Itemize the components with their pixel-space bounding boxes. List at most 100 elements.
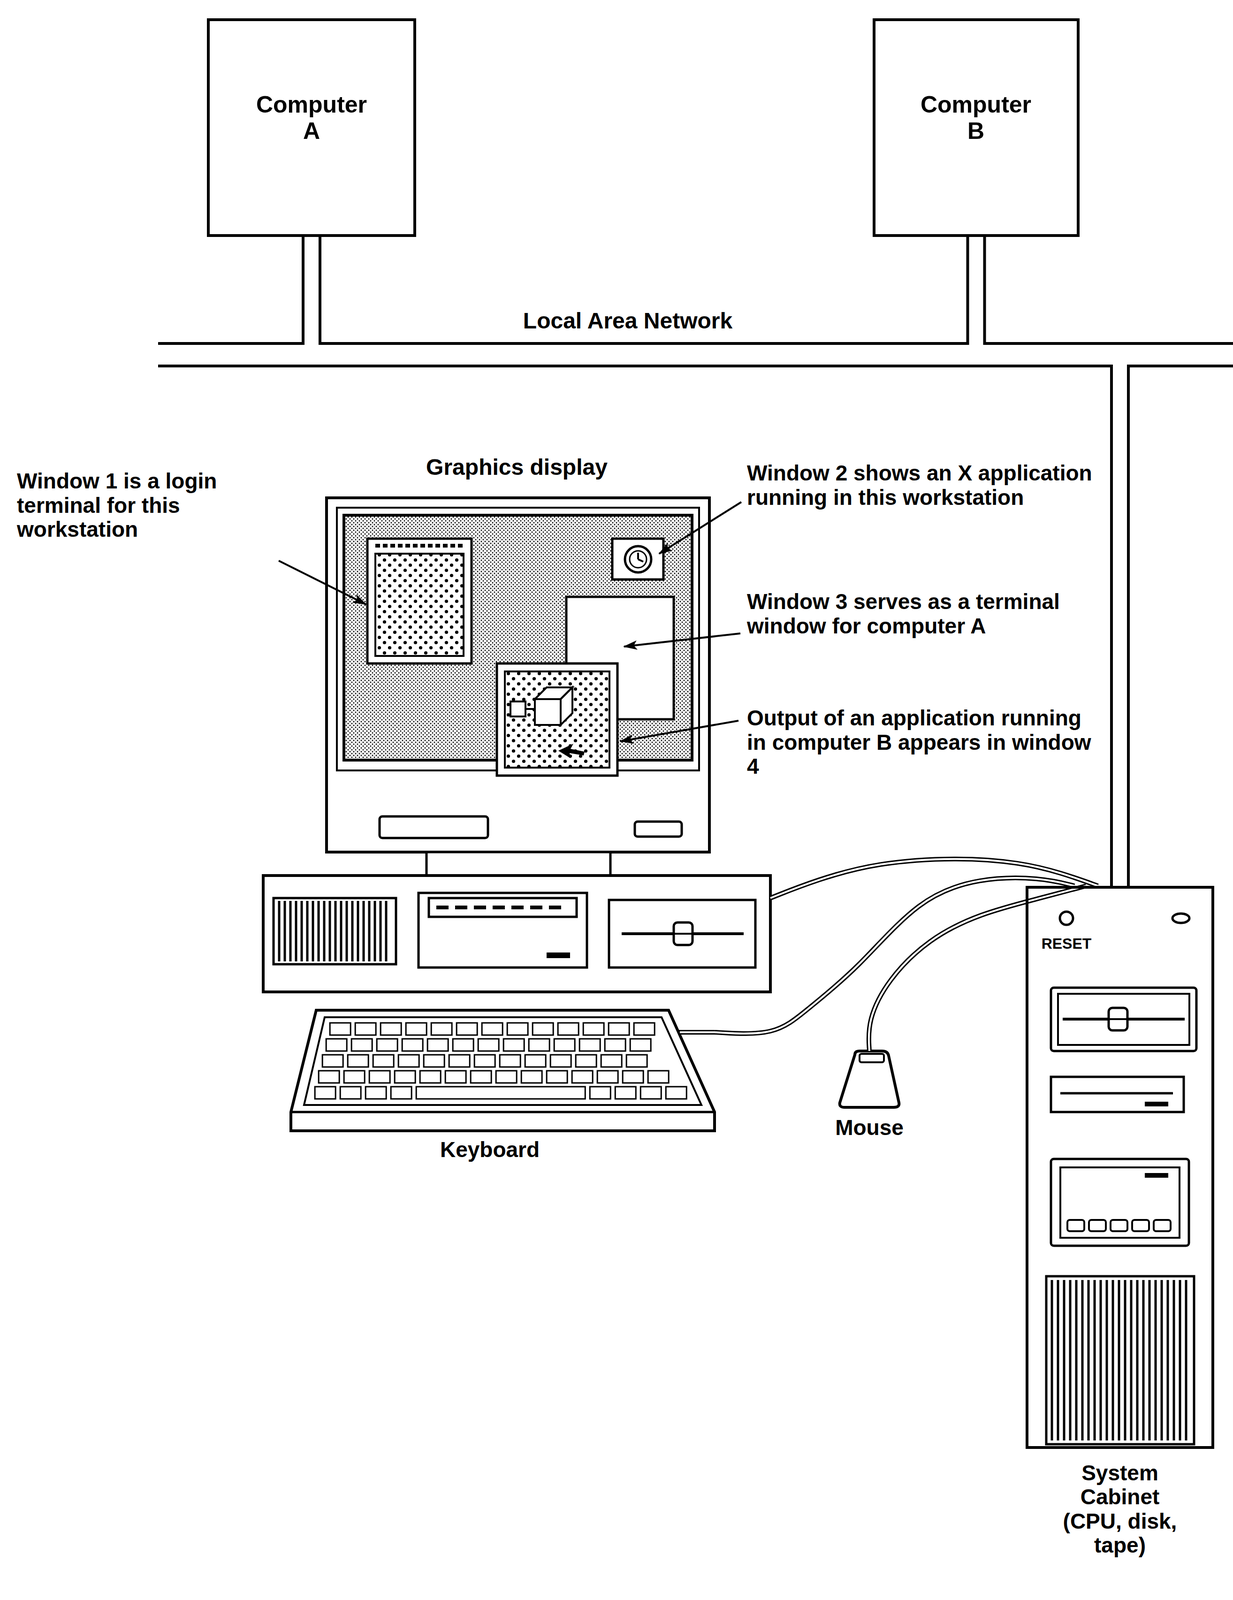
keyboard-key <box>608 1022 630 1036</box>
keyboard-key <box>575 1054 597 1067</box>
vent-slat <box>373 900 377 962</box>
keyboard-key <box>351 1038 373 1051</box>
keyboard-key <box>402 1038 423 1051</box>
keyboard-key <box>314 1086 336 1099</box>
keyboard-key <box>390 1086 412 1099</box>
vent-slat <box>1154 1279 1157 1441</box>
window-frame <box>496 663 618 776</box>
clock-dial <box>629 550 647 568</box>
keyboard-key <box>449 1054 470 1067</box>
vent-slat <box>306 900 309 962</box>
keyboard-key <box>554 1038 575 1051</box>
keyboard-key <box>372 1054 394 1067</box>
vent-slat <box>1160 1279 1164 1441</box>
vent-slat <box>351 900 354 962</box>
window-frame <box>367 538 472 664</box>
vent-slat <box>1136 1279 1139 1441</box>
drive-light <box>546 952 571 959</box>
vent-slat <box>278 900 281 962</box>
tape-knob-line <box>673 932 693 935</box>
callout-text: Window 2 shows an X application running … <box>746 461 1095 510</box>
monitor-bezel <box>336 507 700 771</box>
panel-button <box>1110 1219 1128 1232</box>
vent-slat <box>340 900 343 962</box>
tape-door <box>1057 993 1190 1045</box>
callout-text: Window 3 serves as a terminal window for… <box>746 589 1095 639</box>
computer-box: Computer B <box>872 18 1080 237</box>
keyboard-key <box>380 1022 402 1036</box>
keyboard-key <box>394 1070 416 1083</box>
window-content <box>375 553 464 656</box>
vent-slat <box>345 900 349 962</box>
mouse-label: Mouse <box>810 1115 929 1141</box>
vent-slat <box>328 900 332 962</box>
keyboard-key <box>583 1022 604 1036</box>
window-frame <box>612 538 664 580</box>
drive-slot <box>428 898 577 917</box>
vent-slat <box>323 900 326 962</box>
vent-grille <box>1046 1276 1195 1445</box>
monitor-button <box>634 821 682 837</box>
drive-light <box>1144 1172 1169 1178</box>
callout-wrap: Window 3 serves as a terminal window for… <box>746 589 1095 639</box>
keyboard-key <box>626 1054 647 1067</box>
keyboard-key <box>604 1038 626 1051</box>
vent-slat <box>1172 1279 1176 1441</box>
system-cabinet: RESETSystem Cabinet (CPU, disk, tape) <box>1025 885 1215 1449</box>
panel-button <box>1153 1219 1171 1232</box>
panel-button <box>1132 1219 1150 1232</box>
keyboard-key <box>340 1086 361 1099</box>
keyboard-body <box>290 1010 715 1131</box>
vent-slat <box>300 900 304 962</box>
vent-slat <box>317 900 320 962</box>
vent-slat <box>1118 1279 1121 1441</box>
drive-panel <box>1060 1167 1180 1238</box>
vent-slat <box>1057 1279 1060 1441</box>
vent-slat <box>1099 1279 1103 1441</box>
network-cable-line <box>158 364 1233 368</box>
computer-box: Computer A <box>206 18 417 237</box>
monitor-slot <box>379 816 488 838</box>
power-light <box>1172 913 1190 923</box>
keyboard-key <box>528 1038 550 1051</box>
keyboard-cord <box>678 1029 715 1035</box>
keyboard-key <box>532 1022 554 1036</box>
computer-name: Computer B <box>917 91 1035 145</box>
window-content <box>504 671 610 768</box>
leader-line <box>620 720 739 742</box>
keyboard-key <box>633 1022 655 1036</box>
keyboard-key <box>423 1054 445 1067</box>
keyboard-key <box>622 1070 644 1083</box>
disk-light <box>1144 1101 1169 1107</box>
vent-slat <box>1111 1279 1115 1441</box>
vent-slat <box>385 900 388 962</box>
pointer-cursor <box>558 743 585 759</box>
cable-core <box>868 885 1087 1051</box>
vent-slat <box>1185 1279 1188 1441</box>
keyboard-key <box>507 1022 528 1036</box>
drive-slot-marks <box>436 905 568 910</box>
vent-slat <box>1179 1279 1182 1441</box>
tape-drive <box>608 899 756 968</box>
cable-core <box>1112 361 1127 886</box>
callout-wrap: Output of an application running in comp… <box>746 706 1095 779</box>
tape-knob <box>673 922 693 945</box>
vent-slat <box>1063 1279 1066 1441</box>
keyboard-key <box>326 1038 347 1051</box>
network-label: Local Area Network <box>158 308 1098 334</box>
keyboard-key <box>405 1022 427 1036</box>
vent-slat <box>295 900 298 962</box>
vent-slat <box>1166 1279 1170 1441</box>
workstation-display: Graphics display <box>263 497 771 992</box>
vent-grille <box>273 898 396 965</box>
vent-slat <box>1130 1279 1133 1441</box>
callout-text: Window 1 is a login terminal for this wo… <box>16 469 271 542</box>
keyboard-key <box>557 1022 579 1036</box>
keyboard-key <box>503 1038 525 1051</box>
vent-slat <box>1081 1279 1084 1441</box>
vent-slat <box>1050 1279 1054 1441</box>
computer-name: Computer A <box>252 91 371 145</box>
